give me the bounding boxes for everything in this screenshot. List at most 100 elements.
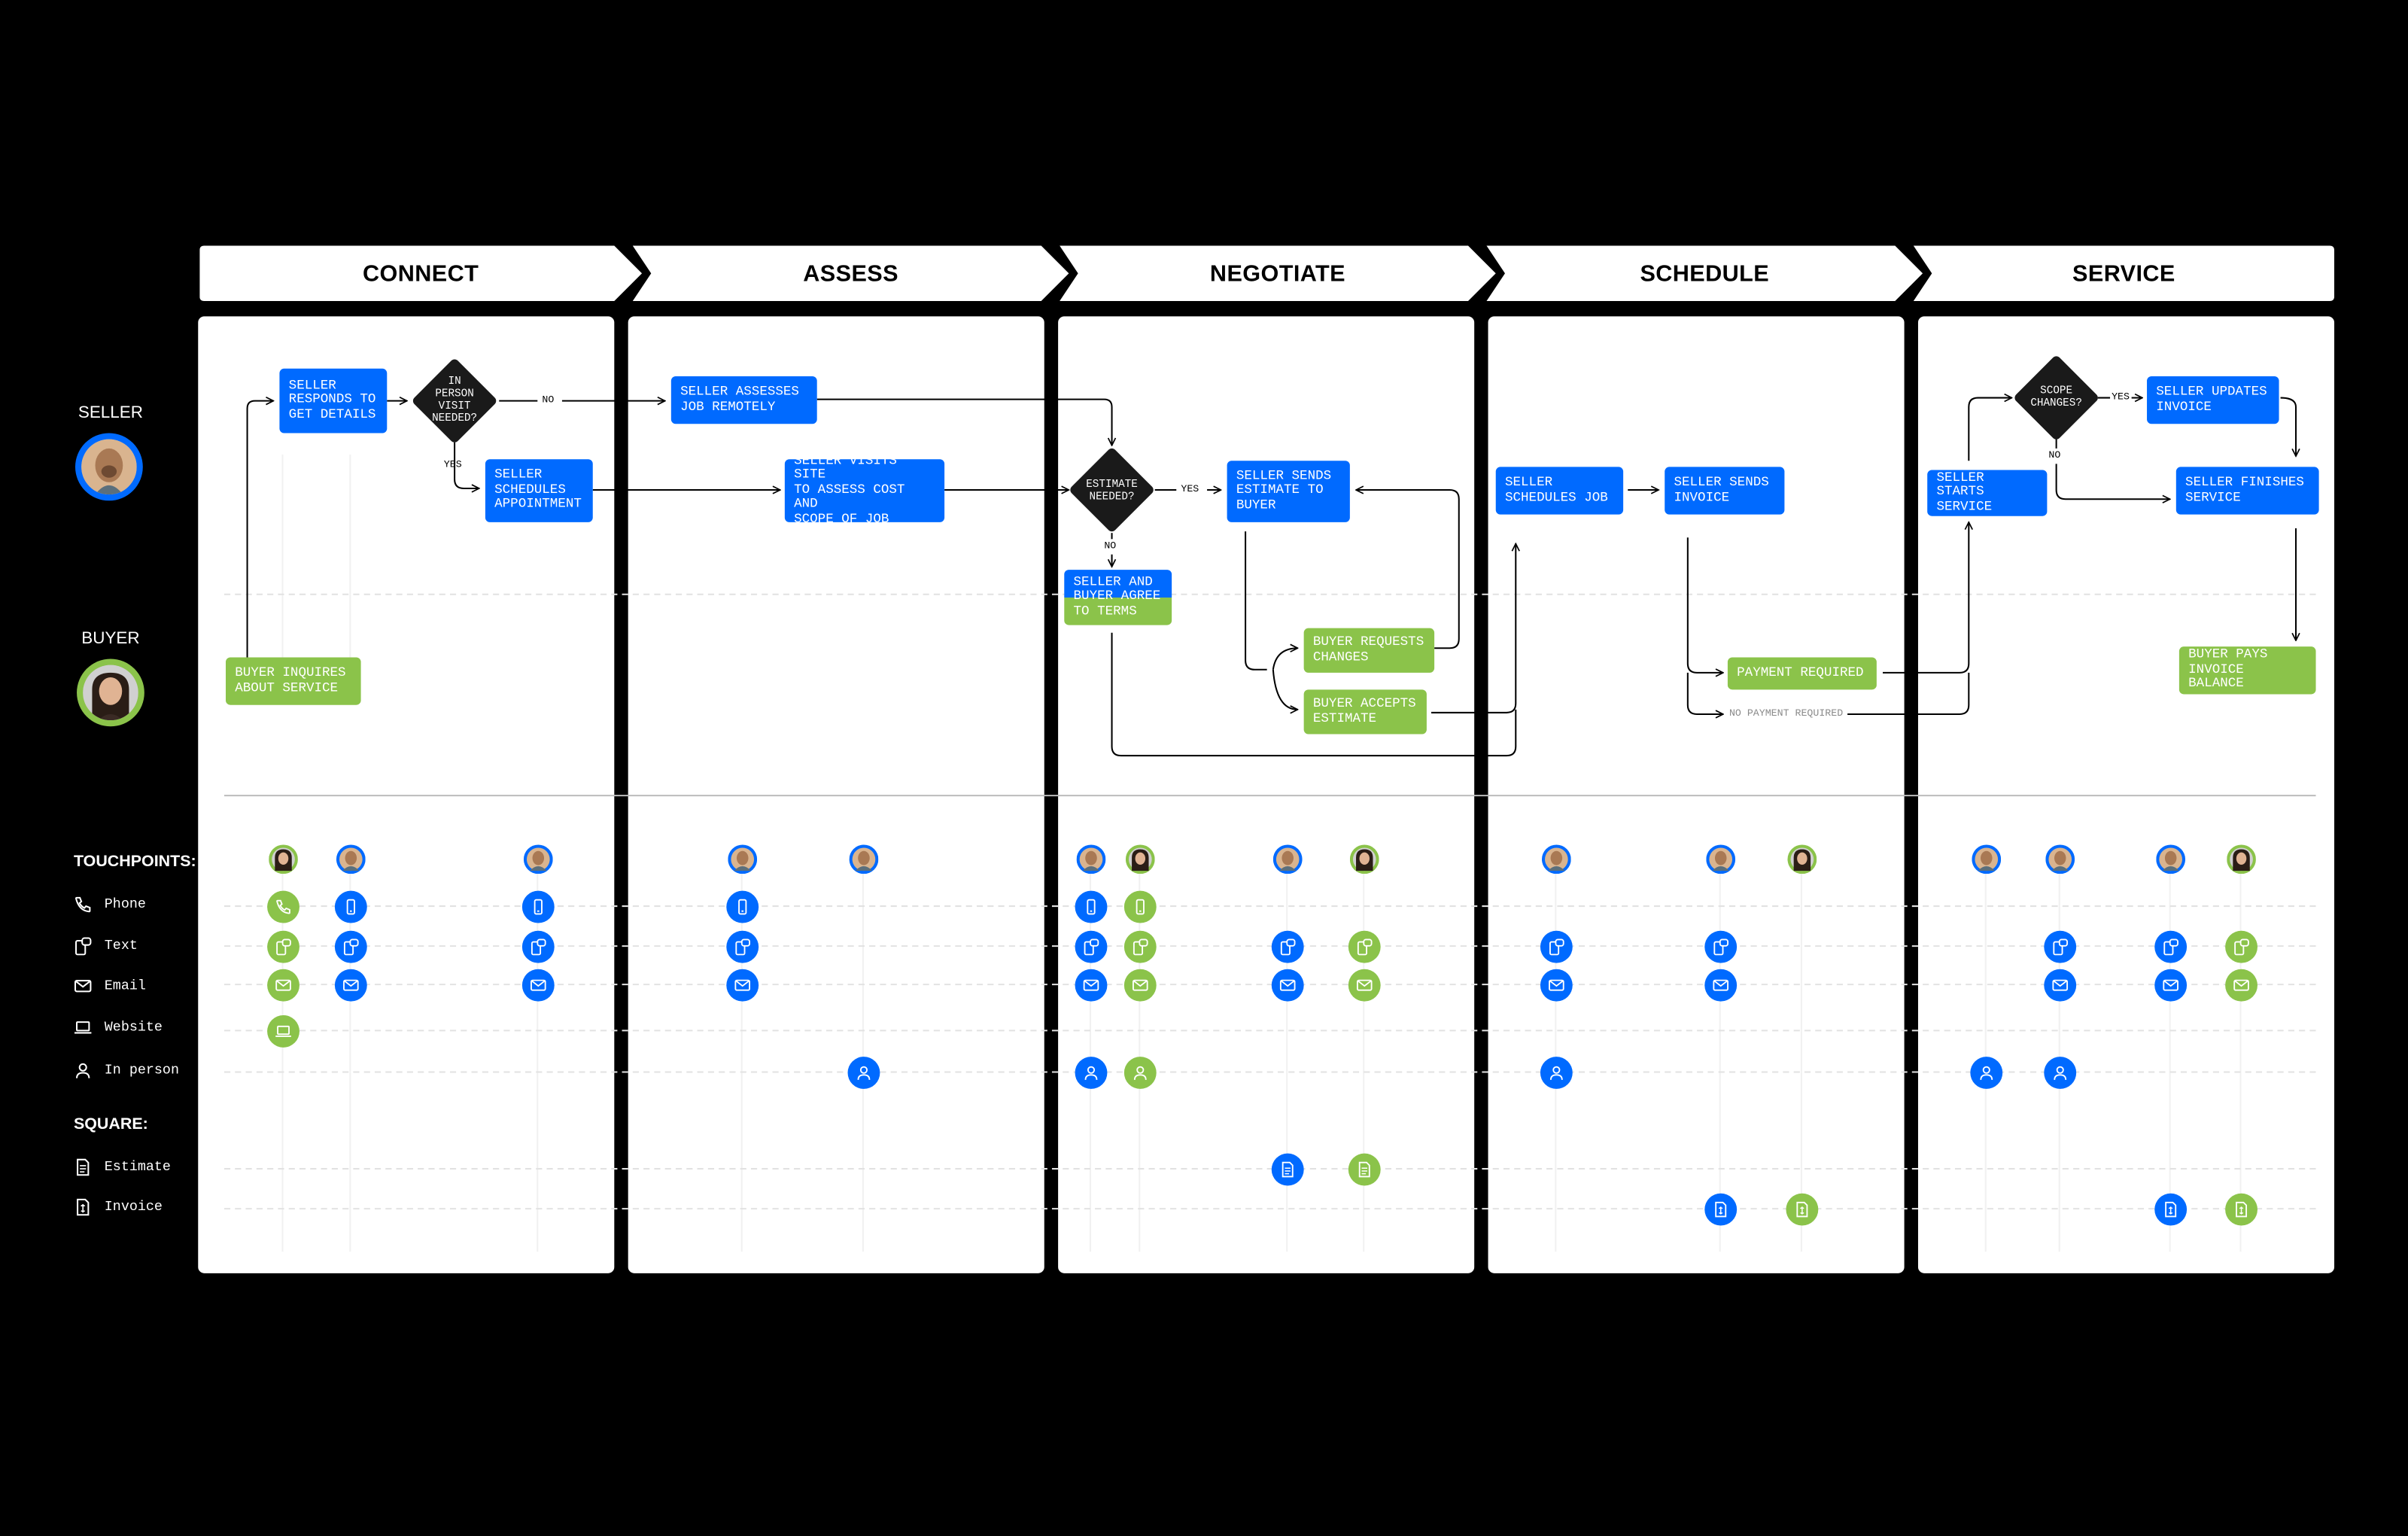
decision-label: IN PERSON VISIT NEEDED? (432, 376, 478, 426)
node-agree-to-terms: SELLER AND BUYER AGREE TO TERMS (1064, 570, 1172, 625)
edge-label-yes: YES (1181, 483, 1199, 495)
seller-touchpoint-avatar (2155, 844, 2185, 874)
person-icon (76, 1063, 90, 1078)
buyer-touchpoint-avatar (268, 844, 297, 874)
buyer-touchpoint-avatar (1786, 844, 1817, 874)
legend-label: In person (104, 1063, 179, 1078)
edge-label-yes: YES (2112, 391, 2130, 403)
node-seller-finishes-service: SELLER FINISHES SERVICE (2175, 467, 2319, 515)
legend-label: Website (104, 1020, 163, 1036)
edge-label-no: NO (542, 394, 555, 406)
mobile-phone-icon (1074, 890, 1107, 923)
edge-label-no: NO (1104, 540, 1117, 552)
mobile-phone-icon (1123, 890, 1156, 923)
legend-website: Website (74, 1018, 163, 1036)
seller-touchpoint-avatar (2045, 844, 2075, 874)
email-icon (2224, 968, 2257, 1001)
lane-buyer-label: BUYER (81, 629, 140, 649)
phase-assess: ASSESS (632, 245, 1069, 301)
invoice-doc-icon (2154, 1192, 2187, 1225)
invoice-doc-icon (2224, 1192, 2257, 1225)
legend-text: Text (74, 937, 138, 956)
buyer-touchpoint-avatar (1348, 844, 1379, 874)
legend-label: Invoice (104, 1199, 163, 1215)
node-seller-assesses-remotely: SELLER ASSESSES JOB REMOTELY (670, 376, 817, 424)
person-icon (1074, 1056, 1107, 1088)
text-message-icon (2154, 929, 2187, 963)
estimate-doc-icon (1347, 1152, 1380, 1185)
seller-touchpoint-avatar (335, 844, 365, 874)
person-icon (847, 1056, 880, 1088)
buyer-touchpoint-avatar (2226, 844, 2255, 874)
text-message-icon (2224, 929, 2257, 963)
node-seller-responds: SELLER RESPONDS TO GET DETAILS (279, 368, 388, 433)
text-message-icon (1074, 929, 1107, 963)
seller-touchpoint-avatar (727, 844, 757, 874)
email-icon (1539, 968, 1572, 1001)
invoice-doc-icon (77, 1198, 90, 1216)
estimate-doc-icon (77, 1158, 90, 1176)
node-seller-starts-service: SELLER STARTS SERVICE (1927, 470, 2048, 516)
phase-label: SERVICE (2072, 260, 2175, 287)
text-message-icon (1704, 929, 1737, 963)
phase-service: SERVICE (1913, 245, 2335, 301)
email-icon (725, 968, 759, 1001)
node-seller-updates-invoice: SELLER UPDATES INVOICE (2147, 376, 2279, 424)
phone-icon (74, 896, 91, 913)
email-icon (2043, 968, 2076, 1001)
mobile-phone-icon (521, 890, 554, 923)
invoice-doc-icon (1704, 1192, 1737, 1225)
seller-touchpoint-avatar (1705, 844, 1735, 874)
text-message-icon (1539, 929, 1572, 963)
decision-label: ESTIMATE NEEDED? (1086, 479, 1138, 504)
email-icon (333, 968, 366, 1001)
node-seller-schedules-job: SELLER SCHEDULES JOB (1495, 467, 1624, 515)
email-icon (1123, 968, 1156, 1001)
buyer-touchpoint-avatar (1124, 844, 1154, 874)
mobile-phone-icon (725, 890, 759, 923)
email-icon (74, 980, 92, 993)
decision-label: SCOPE CHANGES? (2030, 385, 2082, 410)
phase-label: SCHEDULE (1640, 260, 1770, 287)
person-icon (2043, 1056, 2076, 1088)
seller-avatar (74, 433, 143, 501)
invoice-doc-icon (1785, 1192, 1818, 1225)
node-seller-sends-invoice: SELLER SENDS INVOICE (1665, 467, 1785, 515)
node-buyer-requests-changes: BUYER REQUESTS CHANGES (1303, 628, 1435, 673)
node-buyer-inquires: BUYER INQUIRES ABOUT SERVICE (225, 657, 361, 705)
seller-touchpoint-avatar (522, 844, 552, 874)
seller-touchpoint-avatar (1075, 844, 1105, 874)
legend-email: Email (74, 977, 146, 995)
email-icon (1704, 968, 1737, 1001)
phase-negotiate: NEGOTIATE (1060, 245, 1496, 301)
email-icon (1347, 968, 1380, 1001)
phase-label: CONNECT (363, 260, 479, 287)
edge-label-no-payment: NO PAYMENT REQUIRED (1728, 707, 1844, 719)
node-payment-required: PAYMENT REQUIRED (1727, 657, 1877, 690)
node-buyer-pays-balance: BUYER PAYS INVOICE BALANCE (2178, 646, 2316, 695)
legend-label: Email (104, 978, 146, 994)
laptop-icon (266, 1014, 299, 1047)
seller-touchpoint-avatar (1272, 844, 1302, 874)
edge-label-no: NO (2048, 449, 2061, 461)
legend-label: Phone (104, 896, 146, 913)
email-icon (266, 968, 299, 1001)
legend-in-person: In person (74, 1061, 179, 1079)
text-message-icon (1270, 929, 1303, 963)
seller-touchpoint-avatar (848, 844, 878, 874)
person-icon (1123, 1056, 1156, 1088)
seller-touchpoint-avatar (1971, 844, 2001, 874)
legend-label: Estimate (104, 1159, 171, 1176)
person-icon (1539, 1056, 1572, 1088)
estimate-doc-icon (1270, 1152, 1303, 1185)
node-buyer-accepts-estimate: BUYER ACCEPTS ESTIMATE (1303, 689, 1427, 735)
buyer-avatar (77, 659, 144, 727)
text-message-icon (1123, 929, 1156, 963)
node-seller-sends-estimate: SELLER SENDS ESTIMATE TO BUYER (1227, 461, 1350, 522)
square-heading: SQUARE: (73, 1115, 148, 1134)
node-seller-visits-site: SELLER VISITS SITE TO ASSESS COST AND SC… (784, 454, 945, 526)
lane-seller-label: SELLER (78, 403, 143, 423)
legend-label: Text (104, 938, 138, 954)
